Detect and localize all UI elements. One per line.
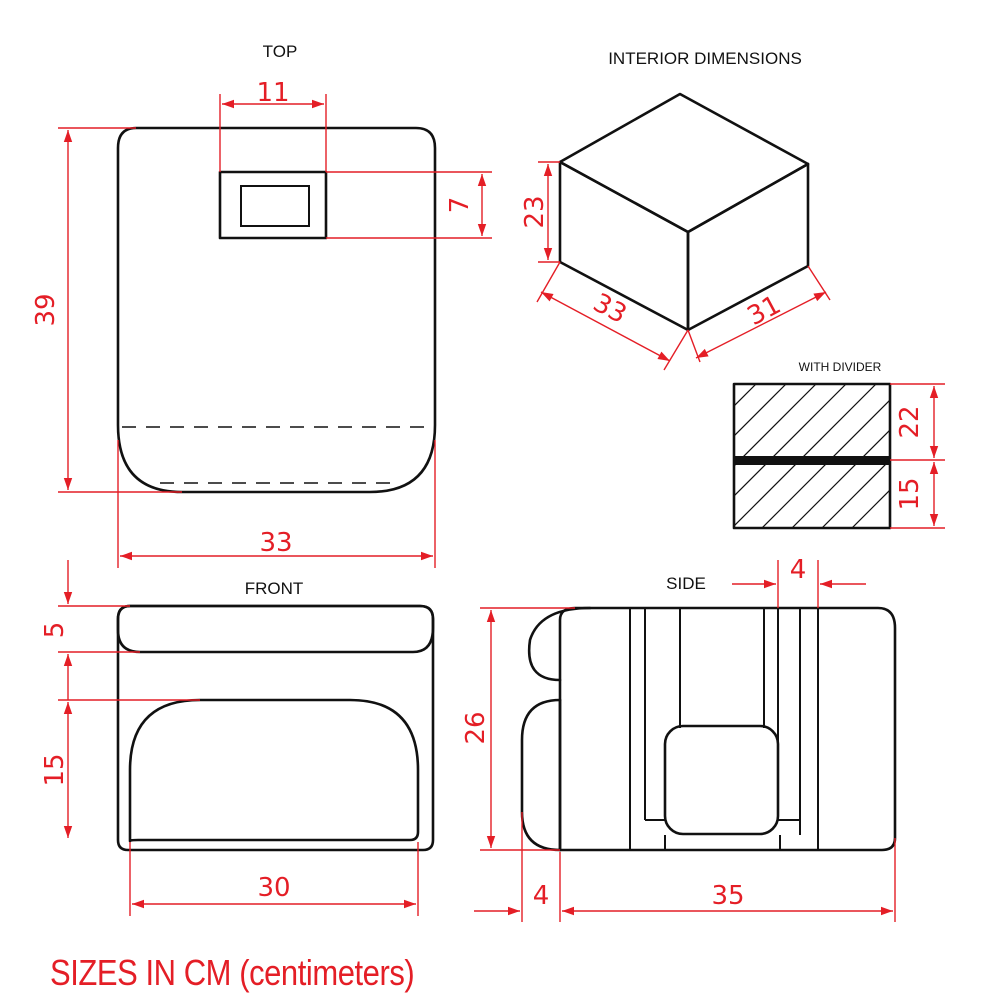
- dim-front-pocket-height: 15: [40, 753, 70, 786]
- side-view-title: SIDE: [666, 574, 706, 593]
- dim-side-length: 35: [711, 881, 744, 911]
- side-front-pocket: [520, 698, 562, 852]
- dim-line-interior-length: [540, 291, 671, 362]
- dim-side-pocket-depth: 4: [533, 881, 550, 911]
- dim-side-strap-width: 4: [790, 555, 807, 585]
- side-buckle: [663, 724, 780, 836]
- dim-top-width: 33: [259, 528, 292, 558]
- dim-front-pocket-width: 30: [257, 873, 290, 903]
- interior-view: INTERIOR DIMENSIONS 23 33 31: [520, 49, 831, 371]
- cube-top-face: [558, 92, 810, 234]
- side-view: SIDE 4 26 4: [461, 555, 897, 922]
- handle-outer: [218, 170, 328, 240]
- front-pocket: [128, 698, 420, 843]
- sizes-note: SIZES IN CM (centimeters): [50, 952, 415, 993]
- front-lid: [116, 604, 435, 654]
- handle-inner: [240, 185, 310, 227]
- dim-line-interior-width: [695, 291, 827, 359]
- dim-side-height: 26: [461, 711, 491, 744]
- top-view: TOP 11 7 39 33: [31, 42, 492, 568]
- divider-bar: [734, 456, 890, 465]
- dim-handle-height: 7: [445, 197, 475, 214]
- dim-interior-length: 33: [588, 288, 631, 330]
- side-body-outline: [558, 606, 897, 852]
- dim-divider-lower: 15: [895, 477, 925, 510]
- dim-divider-upper: 22: [895, 405, 925, 438]
- front-body-outline: [116, 604, 435, 852]
- front-view: FRONT 5 15 30: [40, 560, 435, 916]
- front-view-title: FRONT: [245, 579, 304, 598]
- interior-view-title: INTERIOR DIMENSIONS: [608, 49, 802, 68]
- dim-handle-width: 11: [256, 78, 289, 108]
- dim-front-lid: 5: [40, 622, 70, 639]
- top-view-title: TOP: [263, 42, 298, 61]
- dim-interior-height: 23: [520, 195, 550, 228]
- divider-view: WITH DIVIDER 22 15: [732, 360, 945, 530]
- divider-view-title: WITH DIVIDER: [799, 360, 882, 374]
- top-view-outline: [116, 126, 437, 494]
- dim-top-depth: 39: [31, 293, 61, 326]
